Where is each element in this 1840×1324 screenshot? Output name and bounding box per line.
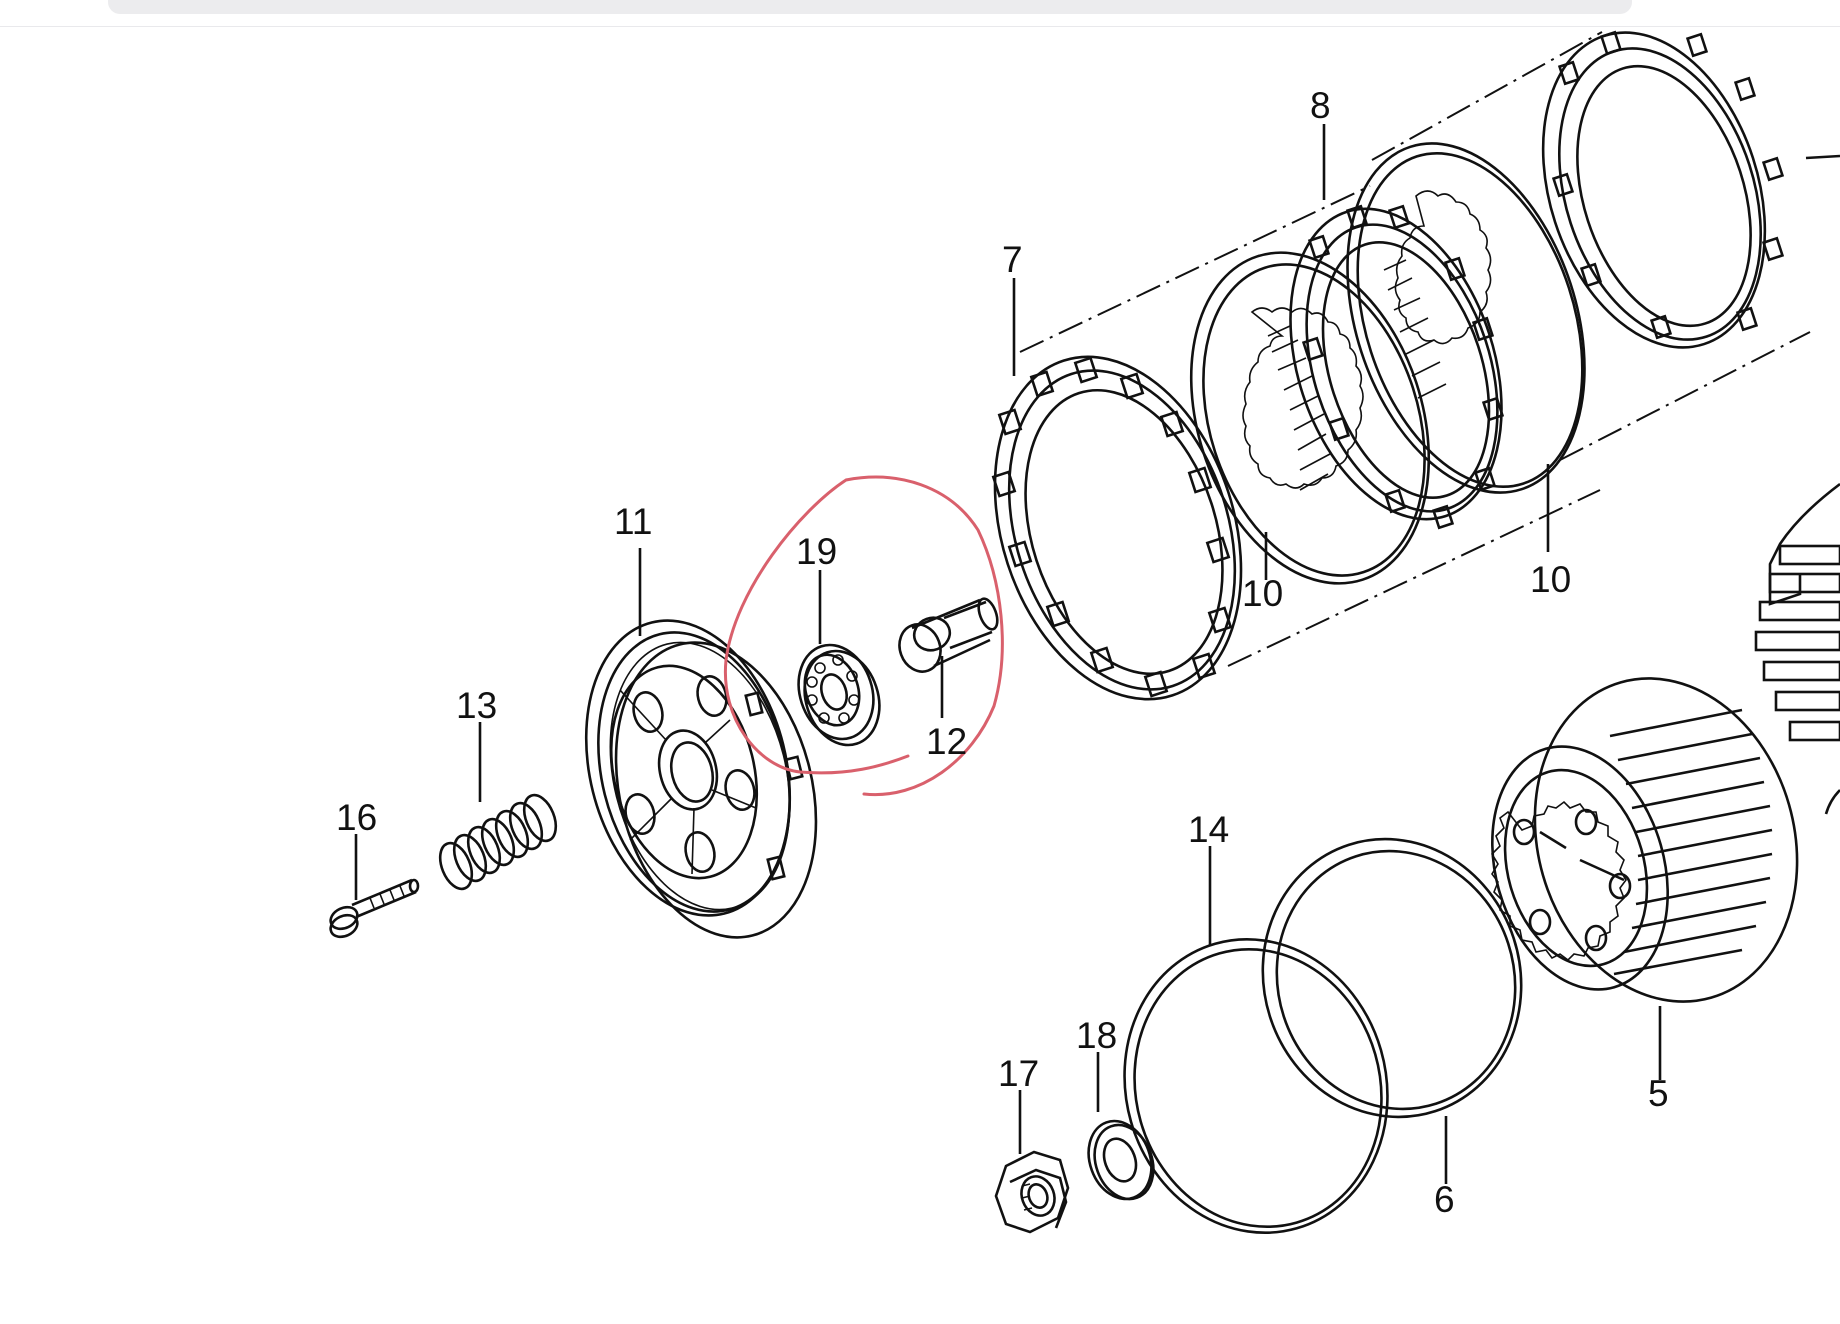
part-10-clutch-plate-a xyxy=(1189,251,1431,585)
label-part-10-right: 10 xyxy=(1530,559,1571,600)
part-8-friction-disc xyxy=(1289,124,1505,530)
part-19-bearing xyxy=(797,570,881,747)
label-part-19: 19 xyxy=(796,531,837,572)
label-part-5: 5 xyxy=(1648,1073,1669,1114)
clutch-outer-fragment xyxy=(1754,482,1840,815)
label-part-16: 16 xyxy=(336,797,377,838)
label-part-17: 17 xyxy=(998,1053,1039,1094)
label-part-6: 6 xyxy=(1434,1179,1455,1220)
browser-top-bar xyxy=(108,0,1632,14)
part-7-friction-disc xyxy=(991,278,1243,701)
part-10-clutch-plate-b xyxy=(1346,142,1586,552)
label-part-7: 7 xyxy=(1002,239,1023,280)
part-14-ring xyxy=(1123,846,1389,1235)
rear-friction-disc xyxy=(1541,30,1840,349)
part-11-pressure-plate xyxy=(584,548,818,939)
label-part-11: 11 xyxy=(614,501,652,542)
part-18-washer xyxy=(1087,1052,1155,1201)
label-part-13: 13 xyxy=(456,685,497,726)
part-12-collar xyxy=(898,597,999,718)
part-5-clutch-center xyxy=(1490,677,1799,1080)
highlight-circle xyxy=(723,475,1004,797)
label-part-8: 8 xyxy=(1310,85,1331,126)
top-divider xyxy=(0,26,1840,27)
label-part-12: 12 xyxy=(926,721,967,762)
part-6-o-ring xyxy=(1261,837,1523,1184)
disc-stack-outline xyxy=(1019,31,1811,667)
label-part-10-left: 10 xyxy=(1242,573,1283,614)
part-17-nut xyxy=(994,1090,1070,1234)
part-16-bolt xyxy=(329,834,420,939)
label-part-14: 14 xyxy=(1188,809,1229,850)
label-part-18: 18 xyxy=(1076,1015,1117,1056)
part-13-spring xyxy=(438,722,558,891)
